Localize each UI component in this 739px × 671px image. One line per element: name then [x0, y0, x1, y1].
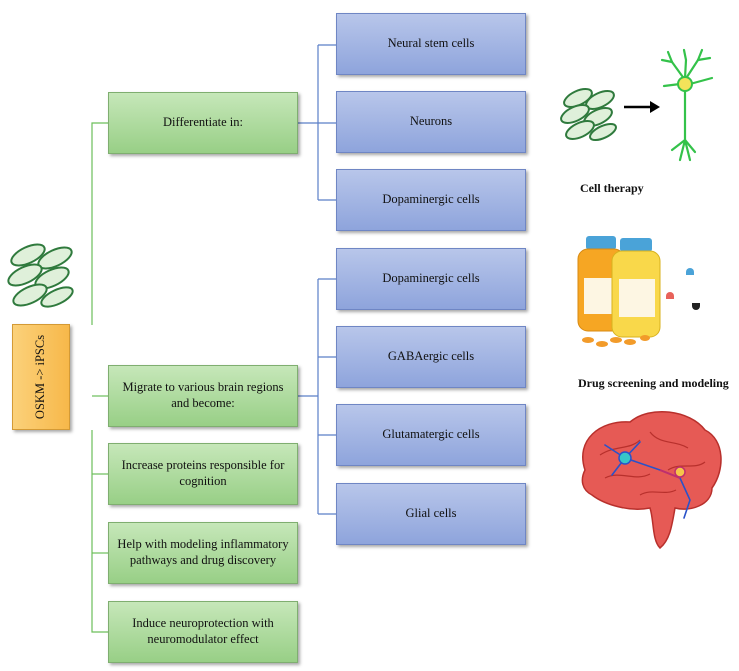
leaf-neural-stem-cells: Neural stem cells: [336, 13, 526, 75]
caption-drug-screening: Drug screening and modeling: [578, 376, 729, 390]
leaf-glutamatergic-cells: Glutamatergic cells: [336, 404, 526, 466]
leaf-gabaergic-cells: GABAergic cells: [336, 326, 526, 388]
leaf-dopaminergic-cells-2: Dopaminergic cells: [336, 248, 526, 310]
branch-cognition: Increase proteins responsible for cognit…: [108, 443, 298, 505]
branch-neuroprotection: Induce neuroprotection with neuromodulat…: [108, 601, 298, 663]
leaf-glial-cells: Glial cells: [336, 483, 526, 545]
leaf-dopaminergic-cells: Dopaminergic cells: [336, 169, 526, 231]
branch-inflammatory: Help with modeling inflammatory pathways…: [108, 522, 298, 584]
branch-migrate: Migrate to various brain regions and bec…: [108, 365, 298, 427]
leaf-neurons: Neurons: [336, 91, 526, 153]
root-box: OSKM -> iPSCs: [12, 324, 70, 430]
caption-cell-therapy: Cell therapy: [580, 181, 644, 195]
branch-differentiate: Differentiate in:: [108, 92, 298, 154]
